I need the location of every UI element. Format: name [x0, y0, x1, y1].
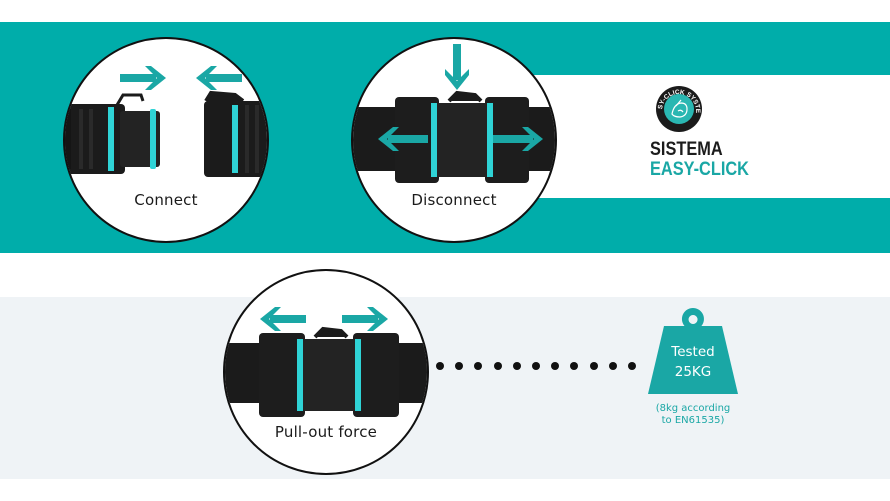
gray-band: [0, 297, 890, 479]
arrow-left-icon: [260, 307, 306, 331]
connector-right-icon: [204, 90, 267, 177]
dot: [512, 362, 521, 370]
dot: [589, 362, 598, 370]
arrow-right-icon: [120, 66, 166, 90]
arrow-right-icon: [493, 127, 543, 151]
arrow-left-icon: [196, 66, 242, 90]
weight-badge: Tested 25KG: [646, 306, 740, 396]
dot: [474, 362, 483, 370]
connect-circle: Connect: [63, 37, 269, 243]
dot: [627, 362, 636, 370]
easy-click-logo: EASY-CLICK SYSTEM SISTEMA EASY-CLICK: [650, 84, 810, 184]
logo-subtitle: EASY-CLICK: [650, 159, 749, 180]
dot: [493, 362, 502, 370]
dot: [570, 362, 579, 370]
arrow-down-icon: [445, 44, 469, 90]
connect-illustration: [65, 66, 267, 177]
note-line1: (8kg according: [655, 403, 731, 414]
dot: [436, 362, 444, 370]
logo-title: SISTEMA: [650, 139, 723, 160]
weight-line2: 25KG: [674, 364, 712, 380]
logo-panel: [530, 75, 890, 198]
dot: [455, 362, 464, 370]
arrow-right-icon: [342, 307, 388, 331]
step-label: Connect: [134, 191, 198, 209]
dot: [551, 362, 560, 370]
dotted-line: [436, 362, 636, 370]
note-line2: to EN61535): [661, 415, 725, 426]
weight-line1: Tested: [671, 344, 715, 360]
pullout-illustration: [225, 307, 427, 417]
step-label: Disconnect: [411, 191, 497, 209]
disconnect-illustration: [353, 44, 555, 183]
weight-icon: [648, 308, 738, 394]
hand-click-icon: [671, 99, 688, 118]
arrow-left-icon: [378, 127, 428, 151]
connector-assembled-icon: [225, 326, 427, 417]
dot: [608, 362, 617, 370]
connector-left-icon: [65, 93, 160, 174]
disconnect-circle: Disconnect: [351, 37, 557, 243]
dot: [531, 362, 540, 370]
easy-click-badge-icon: EASY-CLICK SYSTEM: [654, 84, 702, 132]
step-label: Pull-out force: [274, 423, 378, 441]
standard-note: (8kg according to EN61535): [640, 403, 746, 427]
pullout-circle: Pull-out force: [223, 269, 429, 475]
